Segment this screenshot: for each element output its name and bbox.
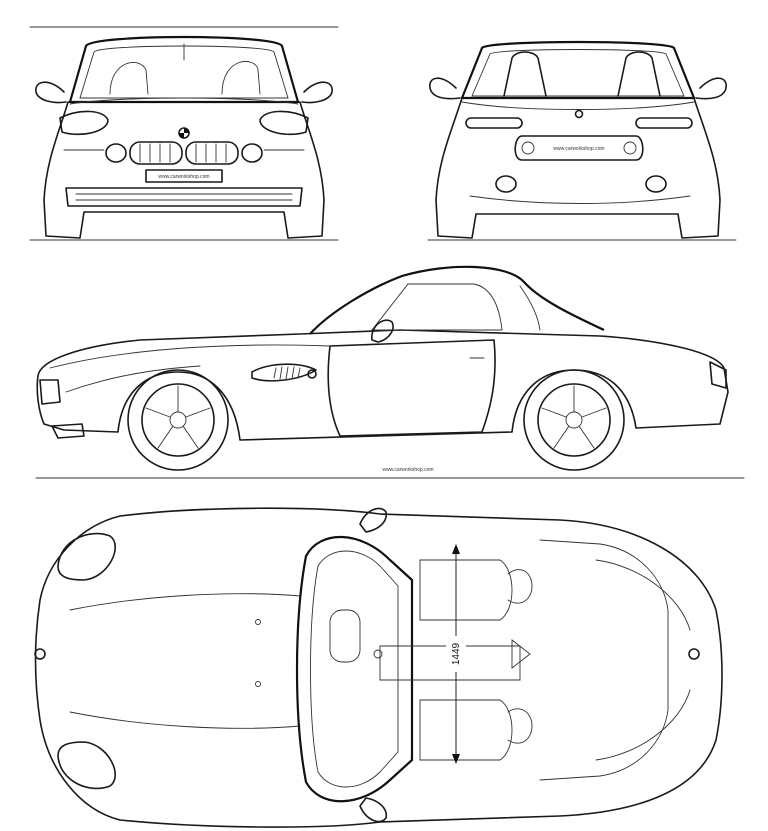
top-rear-badge-icon (688, 648, 700, 660)
top-hood-line-lower (69, 711, 301, 729)
side-view: www.carworkshop.com (35, 265, 745, 479)
front-windshield-frame (68, 35, 300, 104)
rear-view: www.carworkshop.com (427, 40, 737, 241)
top-body-outline (34, 507, 723, 828)
front-seat-left (109, 61, 149, 95)
front-grille-left (129, 141, 183, 165)
rear-reflector-left (521, 141, 535, 155)
front-license-plate (145, 169, 223, 183)
dimension-arrow-top (452, 544, 460, 554)
width-dimension: 1449 (446, 544, 466, 764)
top-washer-left (255, 619, 261, 625)
side-front-grille (39, 379, 61, 405)
top-hood-line-upper (69, 593, 301, 611)
rear-trunk-line (461, 101, 695, 110)
rear-roof-frame (460, 40, 696, 100)
front-plate-text: www.carworkshop.com (158, 174, 209, 180)
rear-headrest-left (503, 51, 547, 97)
front-tire (127, 369, 229, 471)
top-windshield-inner (310, 550, 399, 788)
top-steering-wheel (329, 609, 361, 663)
rear-exhaust-right (645, 175, 667, 193)
top-headlight-left (57, 532, 116, 581)
side-badge-icon (307, 369, 317, 379)
front-foglamp-left (105, 143, 127, 163)
front-mirror-right (301, 81, 333, 104)
rear-plate-text: www.carworkshop.com (553, 146, 604, 152)
front-windshield-glass (79, 45, 289, 99)
top-rear-deck (539, 539, 669, 781)
rear-mirror-left (429, 77, 461, 100)
top-headrest-left (507, 569, 533, 604)
side-body-outline (36, 329, 729, 441)
side-watermark: www.carworkshop.com (382, 467, 433, 473)
rear-taillight-left (465, 117, 523, 129)
side-window (371, 283, 503, 331)
side-gill (251, 363, 317, 382)
side-door (327, 339, 496, 437)
top-gear-knob (373, 649, 383, 659)
rear-taillight-right (635, 117, 693, 129)
top-seat-right (419, 699, 513, 761)
side-mirror (371, 319, 394, 343)
rear-bumper-line (469, 195, 691, 204)
side-softtop (309, 265, 605, 335)
top-trunk-lines (595, 559, 691, 761)
front-foglamp-right (241, 143, 263, 163)
top-headrest-right (507, 708, 533, 744)
rear-plate-recess (514, 135, 644, 161)
front-body-outline (43, 101, 325, 239)
rear-tire (523, 369, 625, 471)
top-center-console (379, 645, 521, 681)
front-lower-intake (65, 187, 303, 207)
top-seat-left (419, 559, 513, 621)
side-rear-wheel (523, 369, 625, 471)
rear-hub (565, 411, 583, 429)
dimension-arrow-bottom (452, 754, 460, 764)
front-seat-right (221, 61, 261, 95)
dimension-label: 1449 (451, 642, 462, 665)
rear-exhaust-left (495, 175, 517, 193)
dimension-label-bg (446, 636, 466, 672)
front-mirror-left (35, 81, 67, 104)
side-shoulder-line (65, 365, 201, 393)
rear-mirror-right (695, 77, 727, 100)
front-hub (169, 411, 187, 429)
side-gill-slats (273, 366, 301, 380)
front-grille-right (185, 141, 239, 165)
front-hood-line (69, 97, 299, 105)
top-view: 1449 (34, 507, 723, 828)
top-washer-right (255, 681, 261, 687)
top-rear-console (511, 639, 531, 669)
front-grille-bars (139, 143, 227, 163)
rear-body-outline (435, 97, 721, 239)
top-front-badge-icon (34, 648, 46, 660)
side-taillight (709, 361, 727, 389)
rear-headrest-right (617, 51, 661, 97)
rear-window (471, 49, 685, 97)
front-headlight-left (59, 110, 109, 136)
top-mirror-left (359, 507, 388, 533)
front-intake-slats (75, 193, 293, 201)
top-mirror-right (359, 797, 388, 823)
rear-reflector-right (623, 141, 637, 155)
side-splitter (51, 423, 85, 439)
top-headlight-right (57, 741, 116, 790)
front-headlight-right (259, 110, 309, 136)
front-rim (141, 383, 215, 457)
side-hood-line (49, 344, 331, 369)
top-windshield (295, 535, 414, 803)
front-view: www.carworkshop.com (29, 26, 339, 241)
side-front-wheel (127, 369, 229, 471)
side-rollbar (519, 285, 541, 331)
rear-badge-icon (574, 109, 584, 119)
rear-rim (537, 383, 611, 457)
